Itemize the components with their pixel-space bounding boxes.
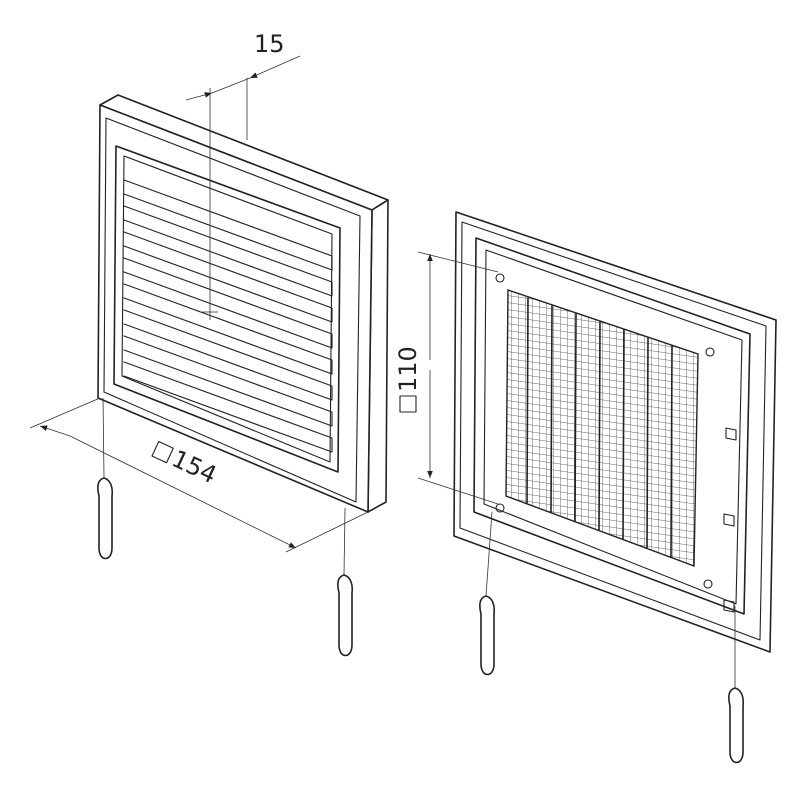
mesh-ribs <box>526 297 673 558</box>
arrowhead-icon <box>39 425 71 437</box>
pull-handle-icon <box>728 687 745 764</box>
screw-hole <box>495 273 505 283</box>
dimension-inner-value: 110 <box>394 346 422 392</box>
screw-hole <box>703 579 713 589</box>
arrowhead-icon <box>69 435 297 549</box>
dimension-width-value: 154 <box>168 445 221 490</box>
pull-handle-icon <box>479 595 496 676</box>
right-grille-frame-bevel <box>459 221 767 641</box>
insect-mesh <box>505 289 699 568</box>
clip <box>723 599 735 613</box>
right-grille <box>453 211 777 764</box>
screw-hole <box>495 503 505 513</box>
pull-handle-icon <box>337 574 354 657</box>
square-outline-icon <box>151 440 174 464</box>
clip <box>725 427 737 441</box>
square-outline-icon <box>399 395 417 413</box>
dimension-inner: 110 <box>394 251 499 505</box>
left-grille-opening <box>113 145 341 473</box>
louvers <box>123 179 333 453</box>
right-grille-collar <box>483 249 743 605</box>
dimension-depth-value: 15 <box>254 30 285 58</box>
arrowhead-icon <box>185 92 213 101</box>
left-grille-bevel <box>103 117 361 503</box>
arrowhead-icon <box>249 55 301 79</box>
dimension-depth: 15 <box>185 30 301 140</box>
left-grille-inner-rim <box>121 155 333 463</box>
left-cord-2 <box>343 507 346 576</box>
clip <box>723 513 735 527</box>
screw-hole <box>705 347 715 357</box>
pull-handle-icon <box>97 477 114 560</box>
left-grille <box>97 88 389 657</box>
right-cord-1 <box>485 511 493 597</box>
left-cord-1 <box>102 397 105 479</box>
